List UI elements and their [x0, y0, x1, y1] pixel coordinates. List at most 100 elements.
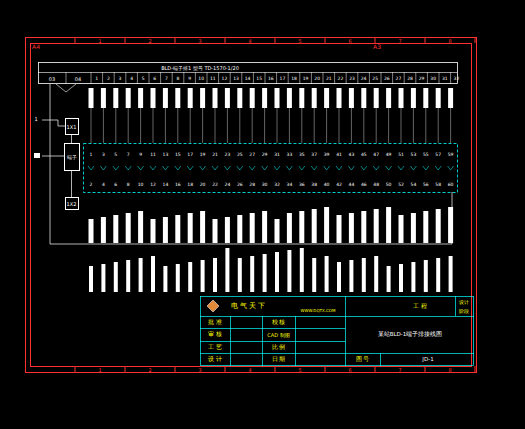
- terminal-number: 40: [324, 183, 330, 188]
- terminal-number: 7: [165, 76, 168, 81]
- terminal-number: 20: [200, 183, 206, 188]
- role-label: 设 计: [208, 357, 222, 363]
- header-title: BLD-端子排1 型号 TD-1570-1/20: [161, 65, 239, 70]
- terminal-wires: [66, 72, 454, 292]
- header-table: [39, 63, 458, 84]
- ruler-number: 5: [298, 367, 301, 372]
- terminal-number: 44: [349, 183, 355, 188]
- terminal-number: 21: [326, 76, 332, 81]
- wire: [71, 135, 72, 143]
- ruler-number: 4: [248, 38, 251, 43]
- inner-frame: [31, 44, 472, 367]
- terminal-number: 28: [407, 76, 413, 81]
- terminal-number: 45: [361, 153, 367, 158]
- terminal-number: 5: [114, 153, 117, 158]
- terminal-box-label: 1X1: [67, 124, 77, 130]
- terminal-number: 17: [187, 153, 193, 158]
- wire: [42, 156, 64, 157]
- role-label: 批 准: [208, 320, 222, 326]
- terminal-number: 2: [90, 183, 93, 188]
- terminal-number: 3: [102, 153, 105, 158]
- terminal-number: 29: [262, 153, 268, 158]
- terminal-number: 57: [435, 153, 441, 158]
- terminal-number: 10: [138, 183, 144, 188]
- stage-label: 设计: [459, 300, 469, 305]
- sheet-size: A3: [373, 44, 381, 50]
- role-label: 校 核: [272, 320, 286, 326]
- wire-number: 1: [34, 117, 37, 122]
- terminal-number: 22: [338, 76, 344, 81]
- terminal-number: 18: [291, 76, 297, 81]
- terminal-number: 19: [303, 76, 309, 81]
- terminal-box-label: 1X2: [67, 201, 77, 207]
- terminal-number: 13: [163, 153, 169, 158]
- ruler-number: 2: [148, 38, 151, 43]
- terminal-number: 34: [287, 183, 293, 188]
- bracket: [56, 84, 76, 92]
- stage-label: 阶段: [459, 308, 469, 313]
- terminal-box: 1X1: [65, 118, 79, 135]
- terminal-number: 18: [187, 183, 193, 188]
- terminal-number: 55: [423, 153, 429, 158]
- title-block: [200, 296, 474, 366]
- terminal-number: 27: [396, 76, 402, 81]
- terminal-number: 4: [102, 183, 105, 188]
- role-label: 日 期: [272, 357, 286, 363]
- terminal-number: 29: [419, 76, 425, 81]
- terminal-number: 22: [212, 183, 218, 188]
- terminal-number: 15: [256, 76, 262, 81]
- drawing-number-label: 图 号: [356, 357, 370, 363]
- drawing-number: JD-1: [422, 357, 433, 363]
- ruler-number: 7: [398, 38, 401, 43]
- terminal-number: 36: [299, 183, 305, 188]
- role-label: 比 例: [272, 345, 286, 351]
- terminal-number: 49: [386, 153, 392, 158]
- company-name: 电 气 天 下: [231, 303, 266, 310]
- terminal-number: 1: [90, 153, 93, 158]
- terminal-box-label: 端子: [67, 154, 77, 160]
- terminal-number: 24: [225, 183, 231, 188]
- cabinet-outline: [50, 84, 452, 244]
- terminal-number: 52: [398, 183, 404, 188]
- terminal-number: 4: [130, 76, 133, 81]
- terminal-number: 23: [349, 76, 355, 81]
- terminal-number: 25: [372, 76, 378, 81]
- terminal-number: 28: [249, 183, 255, 188]
- frame-ruler: [75, 37, 475, 372]
- ruler-number: 7: [398, 367, 401, 372]
- header-cell: 03: [49, 76, 55, 81]
- terminal-number: 11: [150, 153, 156, 158]
- terminal-number: 23: [225, 153, 231, 158]
- terminal-number: 48: [373, 183, 379, 188]
- terminal-box: 端子: [64, 143, 80, 171]
- terminal-number: 41: [336, 153, 342, 158]
- role-label: 工 艺: [208, 345, 222, 351]
- terminal-number: 16: [175, 183, 181, 188]
- wire: [71, 171, 72, 197]
- terminal-number: 11: [210, 76, 216, 81]
- terminal-number: 8: [127, 183, 130, 188]
- terminal-number: 27: [249, 153, 255, 158]
- terminal-number: 26: [384, 76, 390, 81]
- terminal-number: 16: [268, 76, 274, 81]
- ruler-number: 4: [248, 367, 251, 372]
- terminal-number: 38: [311, 183, 317, 188]
- ruler-number: 3: [198, 367, 201, 372]
- terminal-number: 2: [107, 76, 110, 81]
- terminal-number: 37: [311, 153, 317, 158]
- terminal-number: 43: [349, 153, 355, 158]
- ruler-number: 8: [448, 38, 451, 43]
- outer-frame: [26, 38, 477, 373]
- terminal-number: 14: [245, 76, 251, 81]
- terminal-number: 51: [398, 153, 404, 158]
- terminal-number: 9: [188, 76, 191, 81]
- role-label: 审 核: [208, 332, 222, 338]
- ruler-number: 2: [148, 367, 151, 372]
- terminal-number: 8: [177, 76, 180, 81]
- ruler-number: 6: [348, 367, 351, 372]
- terminal-number: 7: [127, 153, 130, 158]
- terminal-number: 60: [448, 183, 454, 188]
- terminal-number: 12: [150, 183, 156, 188]
